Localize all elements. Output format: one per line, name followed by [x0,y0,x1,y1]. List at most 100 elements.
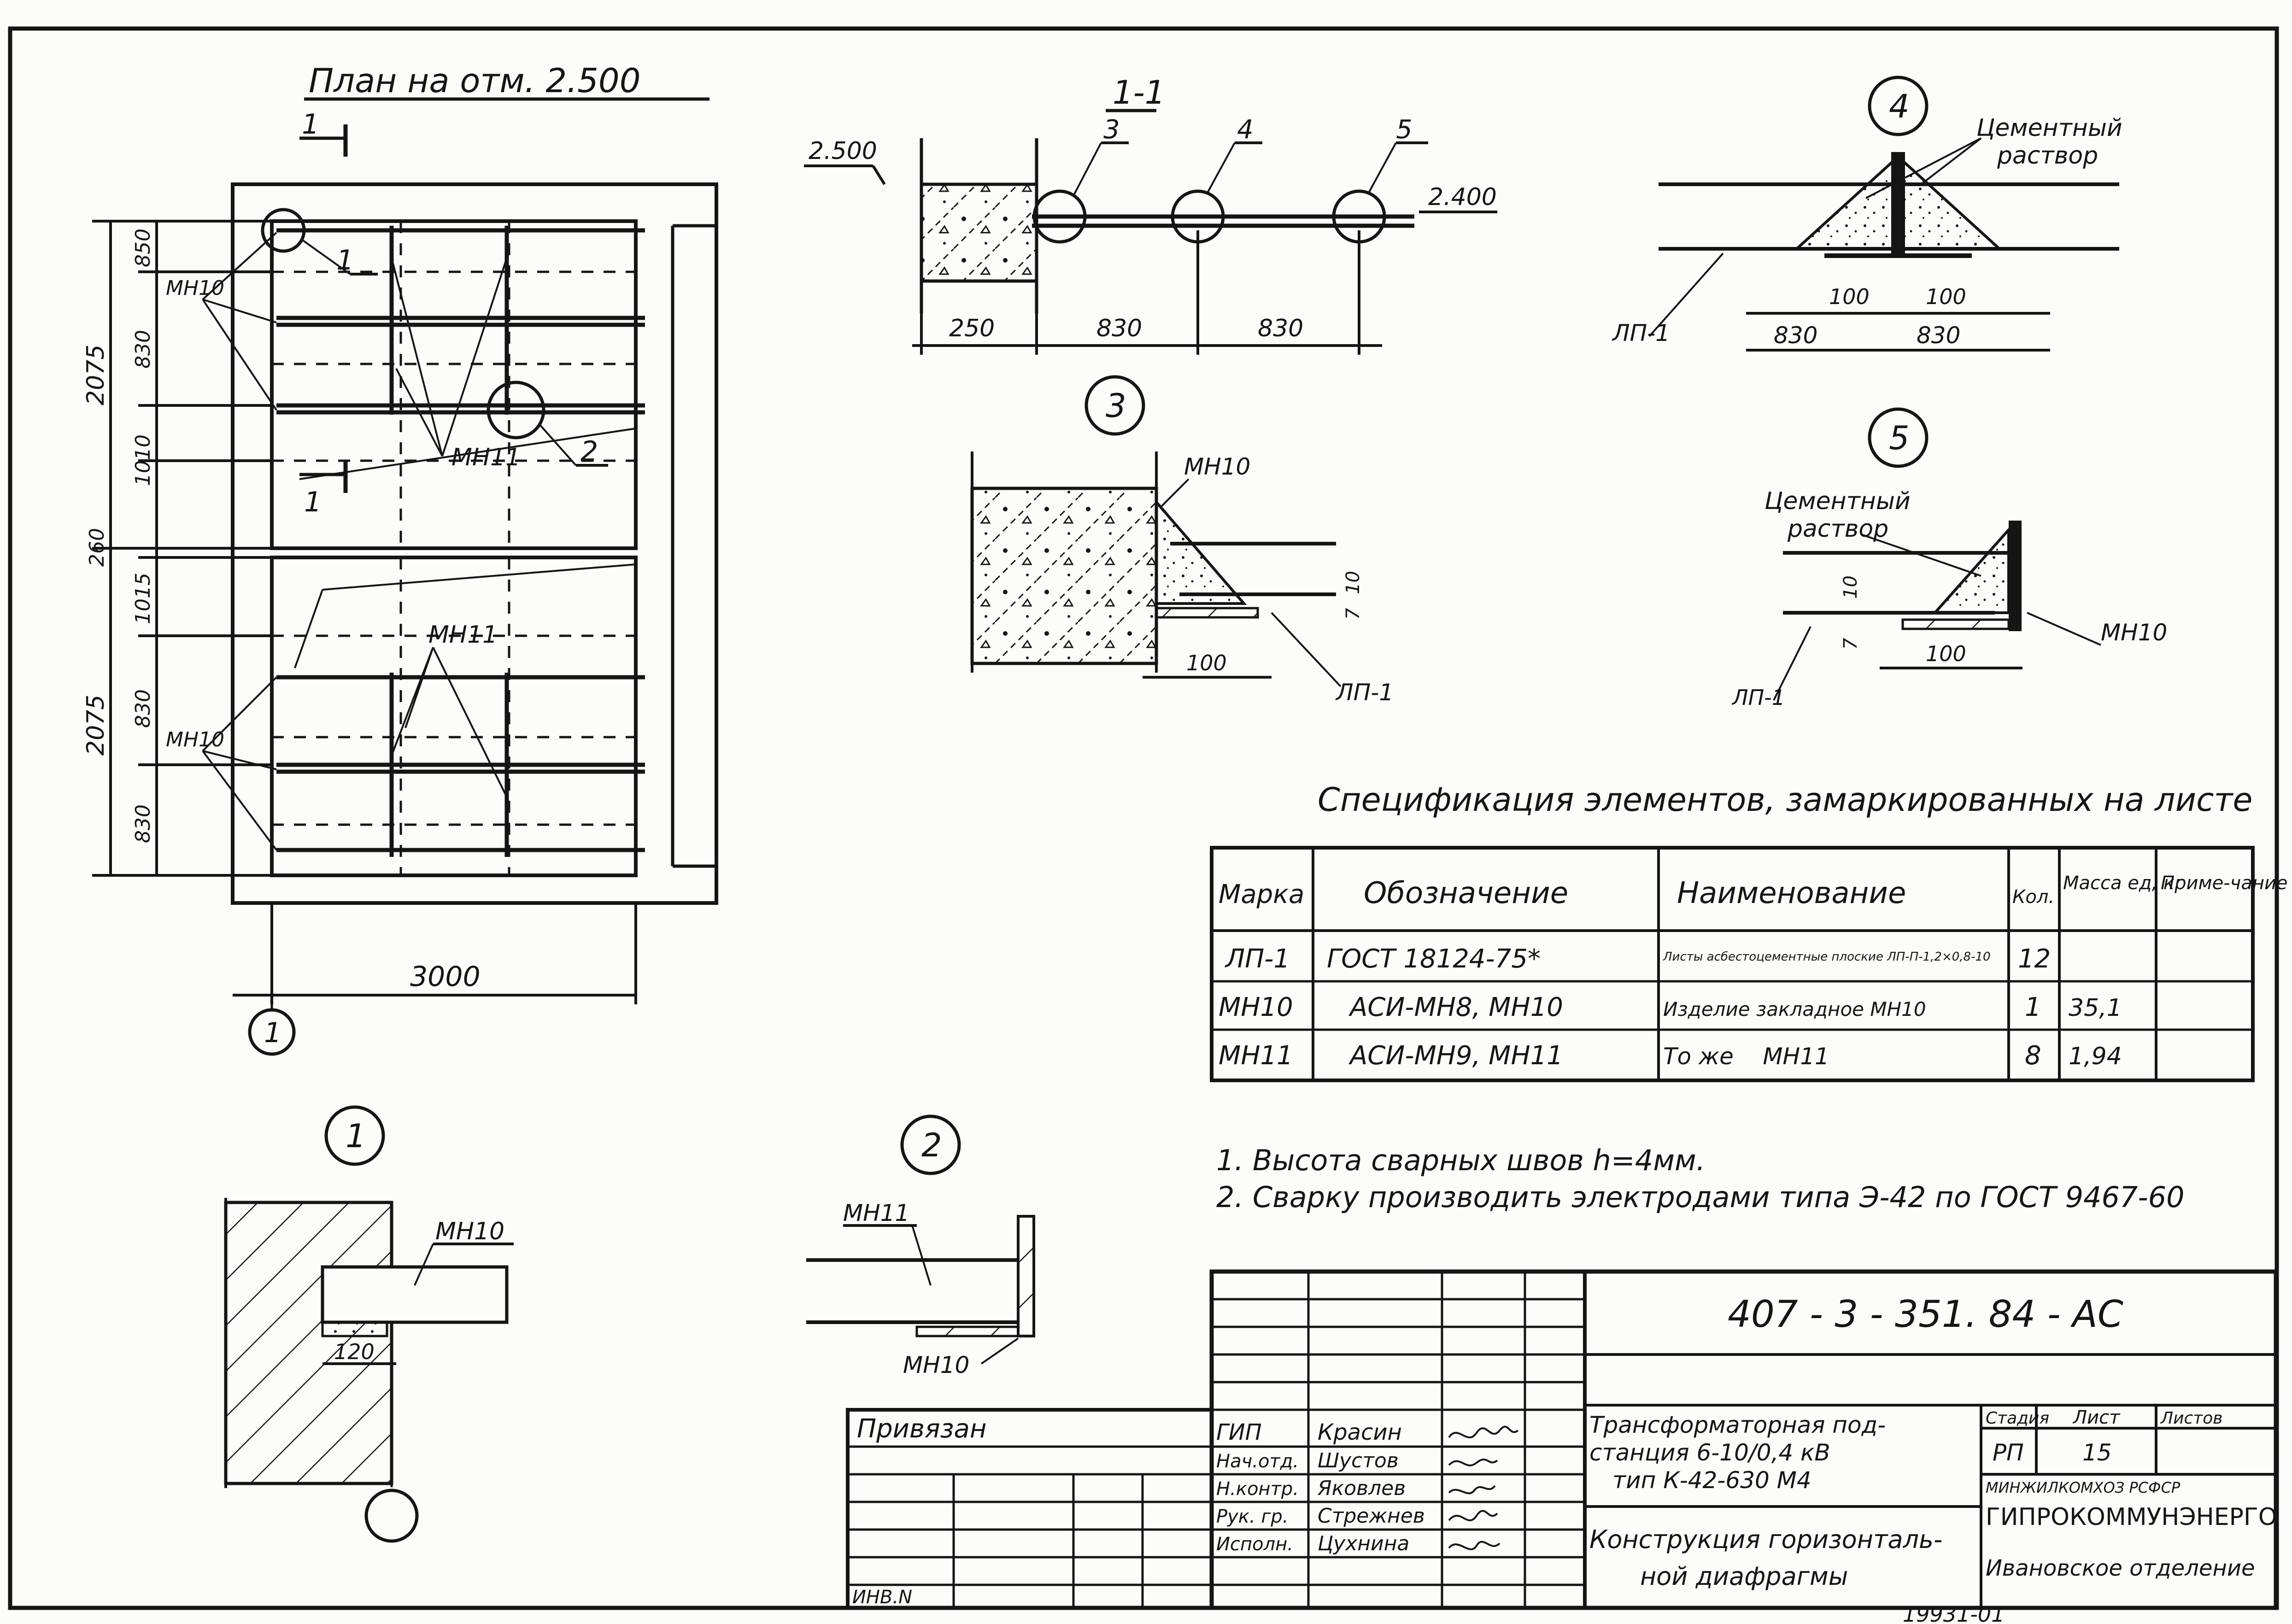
spec-row: МН11 АСИ-МН9, МН11 То же МН11 8 1,94 [1219,1041,2122,1071]
title-project-line2: станция 6-10/0,4 кВ [1589,1439,1830,1466]
title-name-2: Яковлев [1317,1477,1406,1500]
plan-callout-2-label: 2 [580,435,598,468]
detail-3-dim-side2: 7 [1342,608,1364,620]
section-callout-4-label: 4 [1237,115,1254,145]
detail-5-sheet-label: ЛП-1 [1731,685,1785,710]
spec-cell: 35,1 [2069,994,2122,1022]
plan-section-mark-top: 1 [302,108,319,141]
spec-header-mass: Масса ед, кг [2063,873,2185,894]
spec-cell: 1 [2025,992,2041,1022]
detail-3-dim-bottom: 100 [1186,651,1227,675]
spec-cell: ГОСТ 18124-75* [1327,944,1541,974]
plan-dim-inner-0: 850 [131,229,155,267]
detail-2-number: 2 [921,1126,942,1164]
plan-upper-panel [270,219,638,550]
plan-dim-inner-2: 1010 [131,434,155,486]
detail-2-number-circle [900,1114,961,1175]
plan-callout-circle-2 [487,381,545,440]
plan-axis-label: 1 [264,1017,281,1049]
spec-header-name: Наименование [1677,876,1906,910]
spec-header-qty: Кол. [2012,886,2054,908]
detail-1-number: 1 [346,1117,366,1155]
detail-3-dim-side: 10 [1342,571,1364,594]
title-archive-no: 19931-01 [1903,1602,2005,1624]
plan-dim-total-lower: 2075 [82,695,110,756]
spec-cell: МН10 [1219,992,1293,1022]
detail-3-sheet-label: ЛП-1 [1335,679,1394,706]
signatures [1448,1425,1519,1550]
title-doc-code: 407 - 3 - 351. 84 - АС [1728,1293,2123,1336]
spec-cell: Листы асбестоцементные плоские ЛП-П-1,2×… [1663,950,1991,964]
plan-dim-width: 3000 [410,961,481,993]
title-role-4: Исполн. [1216,1534,1293,1555]
spec-cell: То же МН11 [1663,1043,1829,1070]
detail-5-mortar-fill [1932,526,2010,614]
title-project-line1: Трансформаторная под- [1589,1412,1886,1438]
section-wall [920,182,1038,283]
plan-dim-total-upper: 2075 [82,345,110,405]
notes: 1. Высота сварных швов h=4мм. 2. Сварку … [1216,1143,2185,1214]
title-role-2: Н.контр. [1216,1478,1299,1500]
spec-cell: АСИ-МН8, МН10 [1348,992,1563,1022]
title-role-1: Нач.отд. [1216,1451,1299,1472]
detail-5-dim-side2: 7 [1840,638,1861,650]
detail-4-mortar-line2: раствор [1997,142,2098,170]
section-callout-3-label: 3 [1103,115,1120,145]
section-dim-1: 830 [1096,315,1142,342]
title-block: Привязан ИНВ.N 407 - 3 - 351. 84 - АС ГИ… [846,1269,2278,1624]
detail-3-mortar-fill [1155,498,1247,605]
detail-4: 4 Цементный раствор ЛП-1 100 100 830 830 [1612,76,2122,352]
title-sheet-header: Лист [2072,1407,2121,1428]
spec-cell: 1,94 [2069,1043,2122,1070]
spec-cell: Изделие закладное МН10 [1663,998,1926,1020]
detail-4-number: 4 [1889,88,1910,125]
title-role-3: Рук. гр. [1216,1506,1289,1527]
detail-3-mark: МН10 [1184,453,1250,480]
plan-title: План на отм. 2.500 [309,61,641,100]
detail-5-mark: МН10 [2101,619,2167,646]
section-dim-0: 250 [949,315,995,342]
spec-cell: МН11 [1219,1041,1293,1071]
spec-cell: АСИ-МН9, МН11 [1348,1041,1563,1071]
title-sheet-line2: ной диафрагмы [1640,1562,1848,1591]
detail-1-dim: 120 [334,1339,375,1364]
detail-1-mark: МН10 [435,1218,504,1245]
title-org-top: МИНЖИЛКОМХОЗ РСФСР [1986,1479,2181,1496]
title-inv: ИНВ.N [852,1587,912,1608]
note-1: 1. Высота сварных швов h=4мм. [1216,1143,1705,1177]
detail-2: 2 МН11 МН10 [806,1114,1035,1378]
detail-1-axis-marker [364,1489,419,1543]
section-callout-3 [1032,189,1087,244]
detail-4-dim-top-1: 100 [1926,284,1966,309]
title-linked: Привязан [857,1414,986,1444]
title-org-branch: Ивановское отделение [1986,1555,2255,1581]
plan-outer-slab [231,182,718,905]
detail-4-mortar-line1: Цементный [1976,114,2122,142]
detail-1-wall [224,1201,393,1485]
plan-callout-circle-1 [261,208,306,253]
section-callout-5-label: 5 [1396,115,1413,145]
section-title: 1-1 [1113,74,1165,111]
detail-2-plate [1017,1215,1035,1337]
plan-mark-mn10-lower: МН10 [166,728,224,751]
plan-mark-mn11-lower: МН11 [428,621,498,649]
plan-section-mark-bottom: 1 [304,486,322,518]
title-role-0: ГИП [1216,1419,1262,1445]
plan-dim-inner-1: 830 [131,330,155,369]
detail-2-mark-top: МН11 [843,1200,909,1226]
title-sheet-line1: Конструкция горизонталь- [1589,1525,1942,1554]
detail-4-number-circle [1868,76,1929,136]
detail-5-mortar-line1: Цементный [1764,487,1911,515]
detail-1: 1 МН10 120 [224,1105,514,1543]
plan-dim-inner-5: 830 [131,689,155,728]
section-level-top: 2.500 [809,137,877,165]
detail-4-dim-top-0: 100 [1829,284,1870,309]
detail-5-dim-bottom: 100 [1926,641,1966,666]
detail-4-tee [1891,152,1905,253]
plan-view: План на отм. 2.500 1 2075 [82,61,718,1056]
detail-1-number-circle [324,1105,385,1166]
detail-4-dim-bottom-0: 830 [1774,322,1817,349]
detail-5-plate [2009,521,2022,631]
section-dim-2: 830 [1258,315,1303,342]
spec-cell: 8 [2025,1041,2041,1071]
